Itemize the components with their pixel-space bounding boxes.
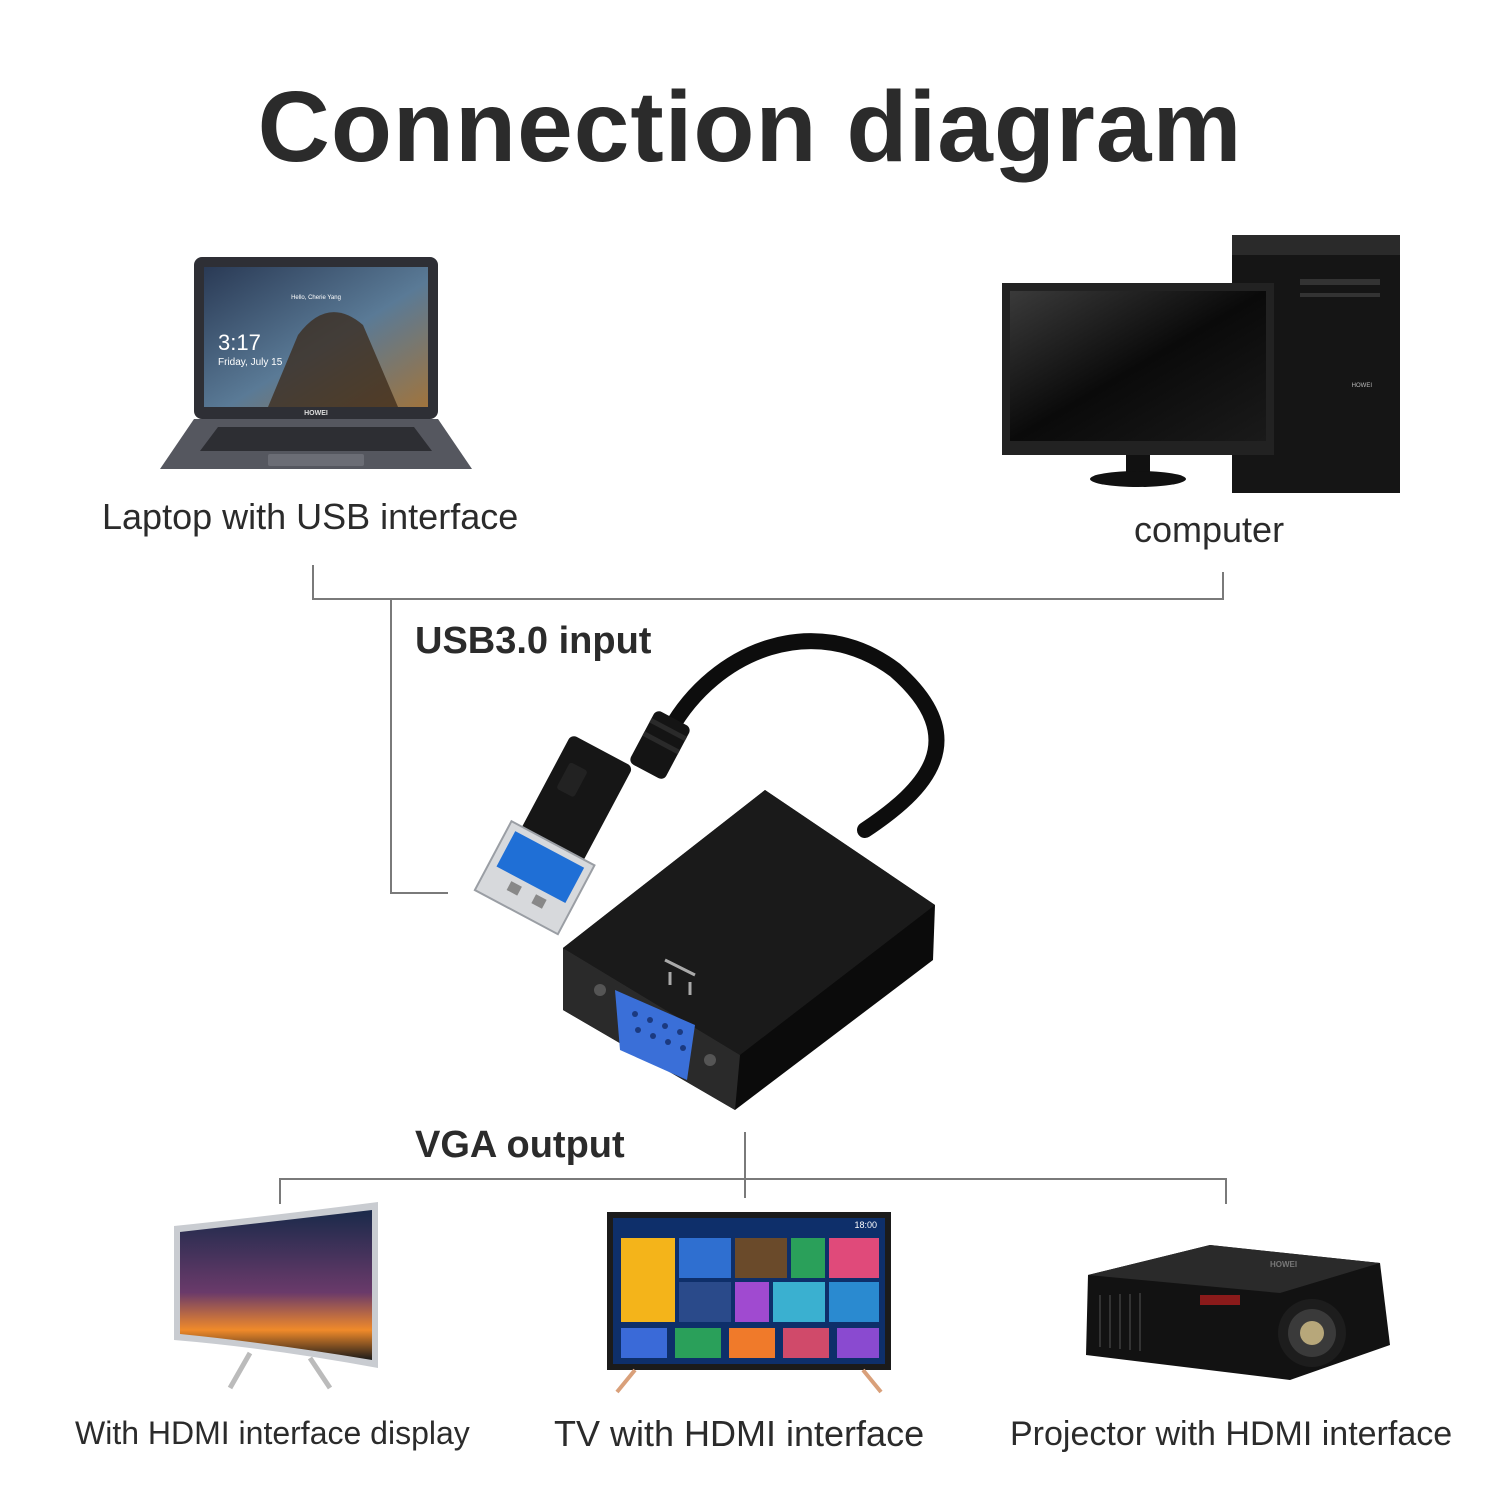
vga-output-label: VGA output [415, 1124, 625, 1166]
projector-icon: HOWEI [1086, 1245, 1390, 1380]
output-vertical-line [744, 1132, 746, 1198]
laptop-label: Laptop with USB interface [102, 496, 519, 537]
usb-vga-adapter-icon [473, 633, 945, 1110]
tv-icon: 18:00 [607, 1212, 891, 1394]
display-label: With HDMI interface display [75, 1415, 470, 1451]
laptop-screen-time: 3:17 [218, 330, 261, 355]
input-vertical-line [390, 598, 392, 894]
laptop-screen-date: Friday, July 15 [218, 357, 283, 368]
usb-input-label: USB3.0 input [415, 620, 652, 662]
projector-drop-line [1225, 1178, 1227, 1204]
projector-brand: HOWEI [1270, 1260, 1297, 1269]
laptop-brand: HOWEI [304, 410, 328, 417]
target-bus-line [279, 1178, 1227, 1180]
projector-label: Projector with HDMI interface [1010, 1415, 1453, 1453]
source-bus-line [312, 598, 1224, 600]
computer-brand: HOWEI [1352, 383, 1373, 389]
computer-drop-line [1222, 572, 1224, 600]
tv-label: TV with HDMI interface [554, 1413, 925, 1454]
display-drop-line [279, 1178, 281, 1204]
input-horizontal-line [390, 892, 448, 894]
tv-clock: 18:00 [854, 1220, 877, 1230]
curved-monitor-icon [174, 1202, 378, 1390]
desktop-computer-icon: HOWEI [1002, 235, 1400, 493]
laptop-drop-line [312, 565, 314, 600]
laptop-screen-greeting: Hello, Cherie Yang [291, 295, 341, 301]
diagram-title: Connection diagram [257, 71, 1243, 183]
laptop-icon: 3:17 Friday, July 15 Hello, Cherie Yang … [160, 257, 472, 469]
computer-label: computer [1134, 509, 1285, 550]
